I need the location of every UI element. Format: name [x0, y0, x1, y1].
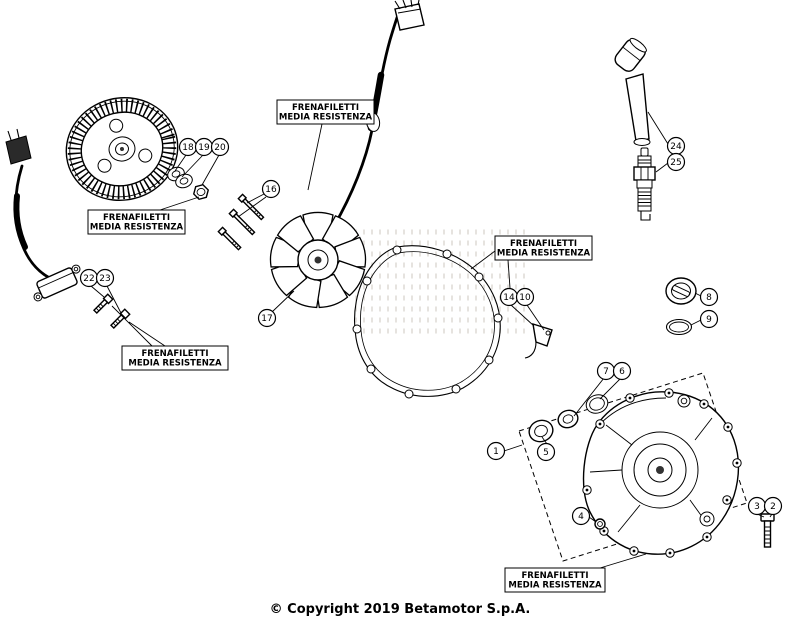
callout-20: 20: [210, 137, 230, 157]
svg-text:FRENAFILETTI: FRENAFILETTI: [103, 213, 170, 223]
drain-plug: [594, 518, 606, 530]
ignition-coil: [614, 37, 651, 146]
callout-14: 14: [499, 287, 519, 307]
svg-text:17: 17: [261, 314, 272, 324]
svg-text:6: 6: [619, 367, 625, 377]
svg-text:1: 1: [493, 447, 499, 457]
cover-group-box: [518, 372, 748, 562]
o-ring: [665, 318, 693, 336]
callout-leader-lines: [90, 111, 773, 523]
stator-screws: [217, 193, 265, 251]
svg-text:8: 8: [706, 293, 712, 303]
threadlock-note-bracket: FRENAFILETTI MEDIA RESISTENZA: [494, 235, 593, 261]
callout-18: 18: [178, 137, 198, 157]
svg-text:19: 19: [198, 143, 210, 153]
svg-text:4: 4: [578, 512, 584, 522]
callout-23: 23: [95, 268, 115, 288]
callout-24: 24: [666, 136, 686, 156]
clutch-cover: [582, 388, 742, 558]
cable-bracket: [524, 322, 553, 359]
svg-text:24: 24: [670, 142, 682, 152]
callout-7: 7: [596, 361, 616, 381]
copyright-text: © Copyright 2019 Betamotor S.p.A.: [270, 602, 531, 617]
svg-text:7: 7: [603, 367, 609, 377]
svg-text:MEDIA RESISTENZA: MEDIA RESISTENZA: [497, 249, 591, 259]
callout-4: 4: [571, 506, 591, 526]
svg-text:22: 22: [83, 274, 94, 284]
svg-text:3: 3: [754, 502, 760, 512]
callout-10: 10: [515, 287, 535, 307]
svg-text:25: 25: [670, 158, 681, 168]
callout-2: 2: [763, 496, 783, 516]
svg-text:5: 5: [543, 448, 549, 458]
callout-16: 16: [261, 179, 281, 199]
rotor-nut: [192, 183, 210, 201]
callout-6: 6: [612, 361, 632, 381]
svg-text:FRENAFILETTI: FRENAFILETTI: [292, 103, 359, 113]
svg-text:18: 18: [182, 143, 194, 153]
callout-1: 1: [486, 441, 506, 461]
svg-text:MEDIA RESISTENZA: MEDIA RESISTENZA: [508, 581, 602, 591]
circlip: [585, 394, 609, 414]
pickup-connector: [5, 128, 32, 165]
svg-text:FRENAFILETTI: FRENAFILETTI: [142, 349, 209, 359]
callout-9: 9: [699, 309, 719, 329]
seal-ring: [557, 409, 579, 429]
callout-17: 17: [257, 308, 277, 328]
svg-text:MEDIA RESISTENZA: MEDIA RESISTENZA: [128, 359, 222, 369]
cover-bolt: [760, 513, 775, 548]
svg-text:9: 9: [706, 315, 712, 325]
threadlock-note-cover: FRENAFILETTI MEDIA RESISTENZA: [504, 567, 606, 593]
svg-text:FRENAFILETTI: FRENAFILETTI: [510, 239, 577, 249]
threadlock-note-pickup: FRENAFILETTI MEDIA RESISTENZA: [121, 345, 229, 371]
callout-22: 22: [79, 268, 99, 288]
pickup-bolt-1: [92, 293, 114, 315]
flywheel-rotor: [65, 96, 179, 202]
svg-text:MEDIA RESISTENZA: MEDIA RESISTENZA: [90, 223, 184, 233]
threadlock-note-flywheel: FRENAFILETTI MEDIA RESISTENZA: [87, 209, 186, 235]
svg-text:16: 16: [265, 185, 277, 195]
svg-text:20: 20: [214, 143, 226, 153]
svg-text:14: 14: [503, 293, 515, 303]
spark-plug: [633, 147, 656, 221]
pickup-bolt-2: [109, 308, 131, 330]
pickup-wire: [14, 164, 50, 279]
pickup-wire-sheath: [13, 193, 28, 250]
stator-connector: [394, 0, 425, 31]
threadlock-note-stator: FRENAFILETTI MEDIA RESISTENZA: [276, 99, 375, 125]
callout-3: 3: [747, 496, 767, 516]
stator: [267, 211, 369, 311]
svg-text:2: 2: [770, 502, 776, 512]
svg-text:MEDIA RESISTENZA: MEDIA RESISTENZA: [279, 113, 373, 123]
callout-8: 8: [699, 287, 719, 307]
svg-text:23: 23: [99, 274, 110, 284]
shaft-seal: [528, 419, 554, 443]
svg-text:10: 10: [519, 293, 531, 303]
callout-19: 19: [194, 137, 214, 157]
callout-5: 5: [536, 442, 556, 462]
pickup-coil: [33, 264, 81, 302]
svg-text:FRENAFILETTI: FRENAFILETTI: [522, 571, 589, 581]
cover-gasket: [352, 245, 503, 399]
callout-25: 25: [666, 152, 686, 172]
note-leader-lines: [111, 123, 647, 569]
rotor-washer: [167, 166, 193, 189]
oil-filler-cap: [665, 277, 697, 305]
